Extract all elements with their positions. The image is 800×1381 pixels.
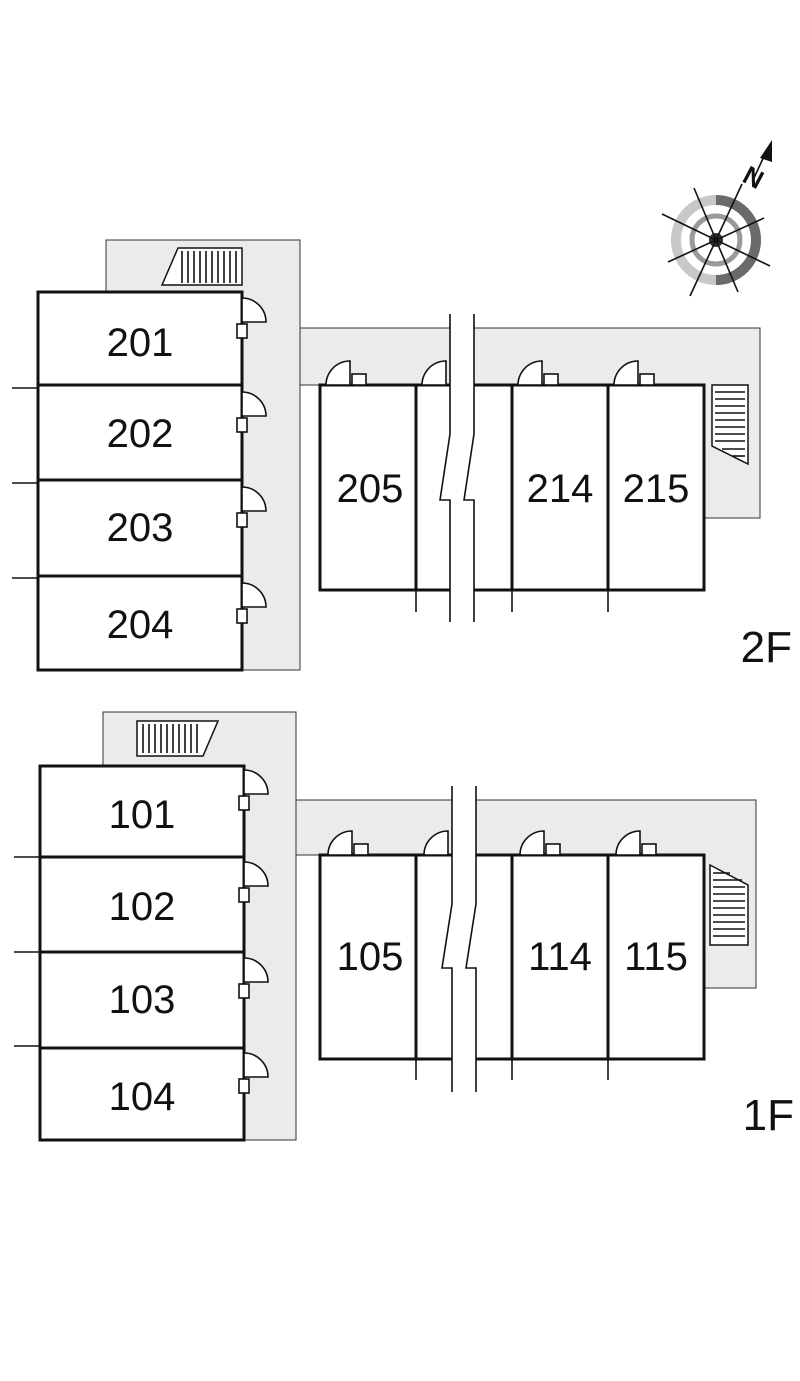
staircase-2f-left [160, 247, 243, 286]
staircase-1f-right [709, 863, 749, 946]
door-icon [517, 360, 559, 386]
compass-icon: N [661, 140, 772, 297]
door-icon [236, 582, 267, 624]
door-icon [327, 830, 369, 856]
door-icon [238, 957, 269, 999]
unit-203 [36, 478, 244, 578]
floor-2f: 201 202 203 204 [12, 239, 792, 672]
unit-204 [36, 574, 244, 672]
north-label: N [738, 160, 769, 195]
unit-label: 201 [107, 321, 174, 365]
door-icon [519, 830, 561, 856]
unit-label: 102 [109, 885, 176, 929]
unit-label: 202 [107, 412, 174, 456]
unit-114 [510, 853, 610, 1061]
unit-label: 214 [527, 467, 594, 511]
unit-label: 203 [107, 506, 174, 550]
unit-label: 101 [109, 793, 176, 837]
unit-label: 114 [528, 935, 592, 979]
unit-102 [38, 855, 246, 954]
unit-202 [36, 383, 244, 482]
break-mark [439, 314, 475, 622]
unit-label: 105 [337, 935, 404, 979]
unit-label: 204 [107, 603, 174, 647]
floor-label: 2F [741, 623, 792, 672]
door-icon [236, 486, 267, 528]
floor-1f: 101 102 103 104 [14, 711, 794, 1142]
door-icon [236, 297, 267, 339]
unit-215 [606, 383, 706, 592]
unit-104 [38, 1046, 246, 1142]
unit-label: 104 [109, 1075, 176, 1119]
door-icon [238, 769, 269, 811]
door-icon [238, 1052, 269, 1094]
floor-label: 1F [743, 1091, 794, 1140]
door-icon [325, 360, 367, 386]
door-icon [236, 391, 267, 433]
staircase-1f-left [136, 720, 220, 757]
door-icon [613, 360, 655, 386]
unit-label: 103 [109, 978, 176, 1022]
unit-101 [38, 764, 246, 859]
door-icon [421, 360, 447, 386]
unit-label: 215 [623, 467, 690, 511]
break-mark [441, 786, 477, 1092]
door-icon [423, 830, 449, 856]
unit-214 [510, 383, 610, 592]
door-icon [238, 861, 269, 903]
staircase-2f-right [711, 384, 749, 466]
unit-103 [38, 950, 246, 1050]
unit-label: 205 [337, 467, 404, 511]
door-icon [615, 830, 657, 856]
unit-label: 115 [624, 935, 688, 979]
